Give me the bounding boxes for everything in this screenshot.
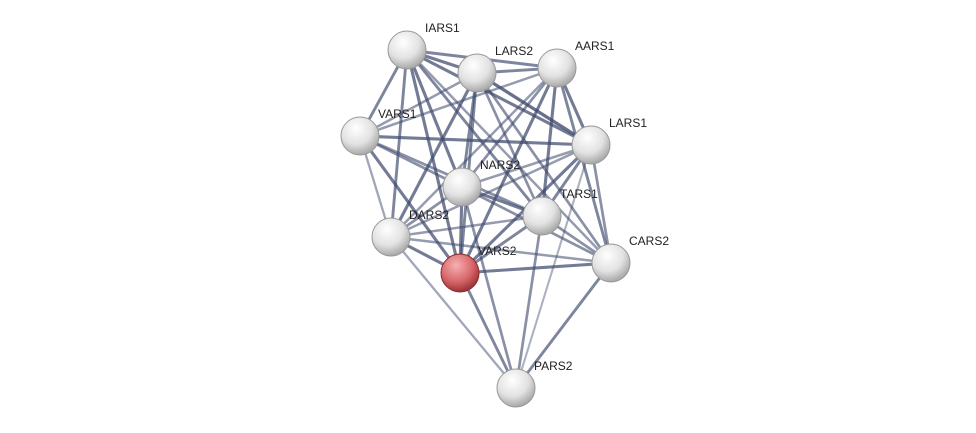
node-label: TARS1 [560, 187, 598, 201]
edge-AARS1-CARS2[interactable] [555, 67, 613, 264]
node-label: PARS2 [534, 359, 573, 373]
node-circle[interactable] [442, 167, 482, 207]
edge-IARS1-VARS2[interactable] [405, 49, 462, 274]
edge-TARS1-DARS2[interactable] [390, 214, 543, 239]
node-tars1[interactable]: TARS1 [522, 187, 598, 236]
edge-LARS1-NARS2[interactable] [461, 143, 592, 189]
edge-IARS1-DARS2[interactable] [389, 49, 409, 238]
node-pars2[interactable]: PARS2 [496, 359, 573, 408]
edge-AARS1-NARS2[interactable] [460, 67, 559, 188]
node-label: VARS1 [378, 107, 417, 121]
node-lars2[interactable]: LARS2 [457, 44, 533, 93]
edge-LARS2-TARS1[interactable] [475, 72, 544, 217]
node-vars1[interactable]: VARS1 [340, 107, 417, 156]
node-cars2[interactable]: CARS2 [591, 234, 669, 283]
node-circle[interactable] [387, 30, 427, 70]
node-label: AARS1 [575, 39, 615, 53]
node-label: NARS2 [480, 158, 520, 172]
node-circle[interactable] [591, 243, 631, 283]
edge-TARS1-PARS2[interactable] [514, 215, 544, 389]
edge-AARS1-VARS1[interactable] [359, 66, 558, 138]
node-circle[interactable] [457, 53, 497, 93]
edge-NARS2-PARS2[interactable] [460, 186, 518, 389]
edge-IARS1-NARS2[interactable] [405, 49, 464, 188]
edge-LARS2-VARS1[interactable] [359, 71, 478, 138]
edge-AARS1-DARS2[interactable] [390, 67, 558, 238]
node-vars2[interactable]: VARS2 [440, 244, 517, 293]
edge-LARS2-LARS1[interactable] [476, 71, 592, 147]
node-nars2[interactable]: NARS2 [442, 158, 520, 207]
edge-IARS1-TARS1[interactable] [405, 49, 544, 217]
edge-DARS2-CARS2[interactable] [390, 235, 612, 265]
node-label: LARS1 [609, 116, 647, 130]
node-label: LARS2 [495, 44, 533, 58]
edge-IARS1-LARS1[interactable] [406, 48, 592, 147]
node-circle[interactable] [340, 116, 380, 156]
node-circle[interactable] [371, 217, 411, 257]
node-circle[interactable] [537, 48, 577, 88]
node-iars1[interactable]: IARS1 [387, 21, 460, 70]
edge-LARS1-CARS2[interactable] [589, 144, 613, 264]
node-lars1[interactable]: LARS1 [571, 116, 647, 165]
edge-LARS1-DARS2[interactable] [390, 143, 592, 239]
edge-LARS2-CARS2[interactable] [475, 72, 613, 264]
edge-VARS2-CARS2[interactable] [459, 261, 612, 275]
edge-CARS2-PARS2[interactable] [514, 262, 613, 389]
node-circle[interactable] [571, 125, 611, 165]
node-circle[interactable] [522, 196, 562, 236]
edge-VARS1-VARS2[interactable] [358, 135, 462, 274]
edge-VARS2-PARS2[interactable] [458, 272, 518, 389]
node-label: DARS2 [409, 208, 449, 222]
node-aars1[interactable]: AARS1 [537, 39, 615, 88]
node-circle[interactable] [440, 253, 480, 293]
node-label: CARS2 [629, 234, 669, 248]
node-dars2[interactable]: DARS2 [371, 208, 449, 257]
edge-IARS1-CARS2[interactable] [406, 49, 612, 264]
edge-VARS1-LARS1[interactable] [359, 134, 592, 147]
node-label: VARS2 [478, 244, 517, 258]
node-label: IARS1 [425, 21, 460, 35]
node-circle[interactable] [496, 368, 536, 408]
edge-DARS2-PARS2[interactable] [390, 236, 517, 389]
